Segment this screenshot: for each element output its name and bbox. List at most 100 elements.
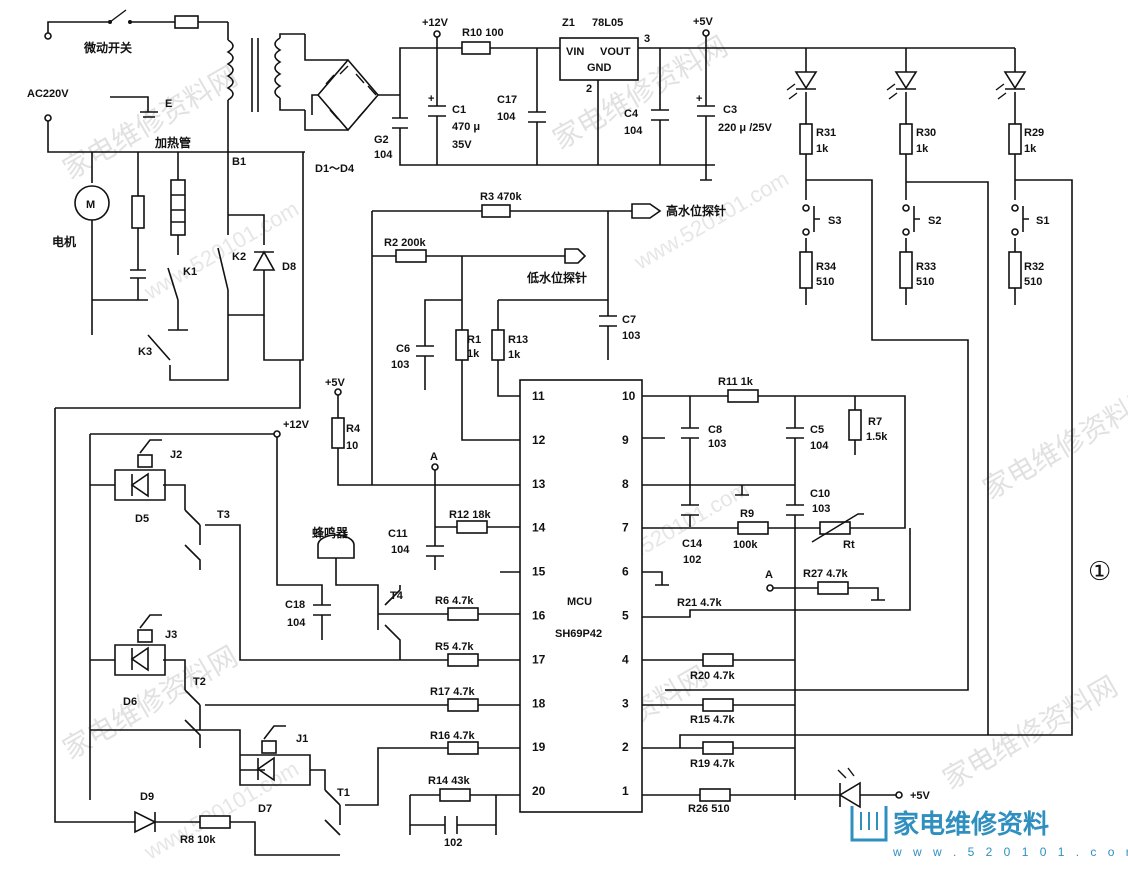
r16-label: R16 4.7k <box>430 730 476 742</box>
r27-label: R27 4.7k <box>803 568 849 580</box>
r12-label: R12 18k <box>449 509 491 521</box>
c8-label: C8 <box>708 424 722 436</box>
r21-label: R21 4.7k <box>677 597 723 609</box>
mcu-pin-1: 1 <box>622 784 629 798</box>
regulator-78l05 <box>559 37 639 81</box>
motor-symbol: M <box>86 199 95 211</box>
r29-label: R29 <box>1024 127 1044 139</box>
ac-input-section: AC220V 微动开关 E 加热管 B1 D1～D4 M 电 <box>27 9 400 381</box>
motor-label: 电机 <box>52 234 76 249</box>
watermark-cn-1: 家电维修资料网 <box>58 60 243 185</box>
led-column-2: R30 1k S2 R33 510 <box>886 48 989 735</box>
regulator-part: 78L05 <box>592 17 623 29</box>
c4-value: 104 <box>624 125 643 137</box>
node-a-right: A <box>765 569 773 581</box>
r2-label: R2 200k <box>384 237 426 249</box>
c3-plus: + <box>696 93 702 105</box>
watermark-url-3: www.520101.com <box>139 756 303 865</box>
mcu-pin-12: 12 <box>532 433 546 447</box>
t1-label: T1 <box>337 787 350 799</box>
r9-label: R9 <box>740 508 754 520</box>
j2-label: J2 <box>170 449 182 461</box>
brand-url: w w w . 5 2 0 1 0 1 . c o m <box>892 845 1128 859</box>
mcu-pin-2: 2 <box>622 740 629 754</box>
r13-label: R13 <box>508 334 528 346</box>
led-column-1: R31 1k S3 R34 510 <box>665 48 969 691</box>
plus12v-label: +12V <box>422 17 449 29</box>
ac-terminal-bottom <box>44 114 52 122</box>
c17-value: 104 <box>497 111 516 123</box>
c2-label: G2 <box>374 134 389 146</box>
c11-label: C11 <box>388 528 408 540</box>
node-a-left: A <box>430 451 438 463</box>
heater-element <box>170 179 186 236</box>
c102-label: 102 <box>444 837 462 849</box>
c8-value: 103 <box>708 438 726 450</box>
buzzer-label: 蜂鸣器 <box>312 525 349 540</box>
r7-label: R7 <box>868 416 882 428</box>
c6-label: C6 <box>396 343 410 355</box>
bridge-rectifier: D1～D4 <box>304 34 400 175</box>
regulator-pin3: 3 <box>644 33 650 45</box>
r10-label: R10 100 <box>462 27 504 39</box>
ac-terminal-top <box>44 32 52 40</box>
c18-label: C18 <box>285 599 305 611</box>
mcu-pin-3: 3 <box>622 696 629 710</box>
power-supply-section: G2 104 +12V + C1 470 μ 35V R10 100 C17 1… <box>374 16 800 181</box>
c4-label: C4 <box>624 108 639 120</box>
c11-value: 104 <box>391 544 410 556</box>
k3-label: K3 <box>138 346 152 358</box>
micro-switch-symbol <box>109 9 127 23</box>
c1-value: 470 μ <box>452 121 480 133</box>
c10-label: C10 <box>810 488 830 500</box>
r14-label: R14 43k <box>428 775 470 787</box>
r6-label: R6 4.7k <box>435 595 474 607</box>
r4-value: 10 <box>346 440 358 452</box>
mcu-pin-18: 18 <box>532 696 546 710</box>
r20-label: R20 4.7k <box>690 670 736 682</box>
low-probe-label: 低水位探针 <box>526 270 587 285</box>
buzzer-symbol <box>317 534 355 559</box>
regulator-vout: VOUT <box>600 46 631 58</box>
c14-value: 102 <box>683 554 701 566</box>
r1-value: 1k <box>467 348 480 360</box>
s1-label: S1 <box>1036 215 1049 227</box>
c3-label: C3 <box>723 104 737 116</box>
d9-label: D9 <box>140 791 154 803</box>
c14-label: C14 <box>682 538 703 550</box>
c7-label: C7 <box>622 314 636 326</box>
r33-value: 510 <box>916 276 934 288</box>
c17-label: C17 <box>497 94 517 106</box>
watermark-cn-6: 家电维修资料网 <box>938 670 1123 795</box>
mcu-pin-15: 15 <box>532 565 546 579</box>
earth-label: E <box>165 98 172 110</box>
plus12v-label-buzzer: +12V <box>283 419 310 431</box>
k2-label: K2 <box>232 251 246 263</box>
brand-name: 家电维修资料 <box>893 809 1049 839</box>
t3-label: T3 <box>217 509 230 521</box>
mcu-pin-10: 10 <box>622 389 636 403</box>
regulator-ref: Z1 <box>562 17 575 29</box>
r4-label: R4 <box>346 423 361 435</box>
r31-label: R31 <box>816 127 836 139</box>
c6-value: 103 <box>391 359 409 371</box>
c5-value: 104 <box>810 440 829 452</box>
j3-label: J3 <box>165 629 177 641</box>
d5-label: D5 <box>135 513 149 525</box>
c10-value: 103 <box>812 503 830 515</box>
motor: M 电机 <box>52 152 148 335</box>
k1-label: K1 <box>183 266 197 278</box>
d7-label: D7 <box>258 803 272 815</box>
r5-label: R5 4.7k <box>435 641 474 653</box>
heater-label: 加热管 <box>154 135 191 150</box>
r32-value: 510 <box>1024 276 1042 288</box>
regulator-gnd: GND <box>587 62 612 74</box>
r1-label: R1 <box>467 334 481 346</box>
watermark-cn-3: 家电维修资料网 <box>58 640 243 765</box>
r31-value: 1k <box>816 143 829 155</box>
mcu-part: SH69P42 <box>555 628 602 640</box>
mcu-pin-9: 9 <box>622 433 629 447</box>
